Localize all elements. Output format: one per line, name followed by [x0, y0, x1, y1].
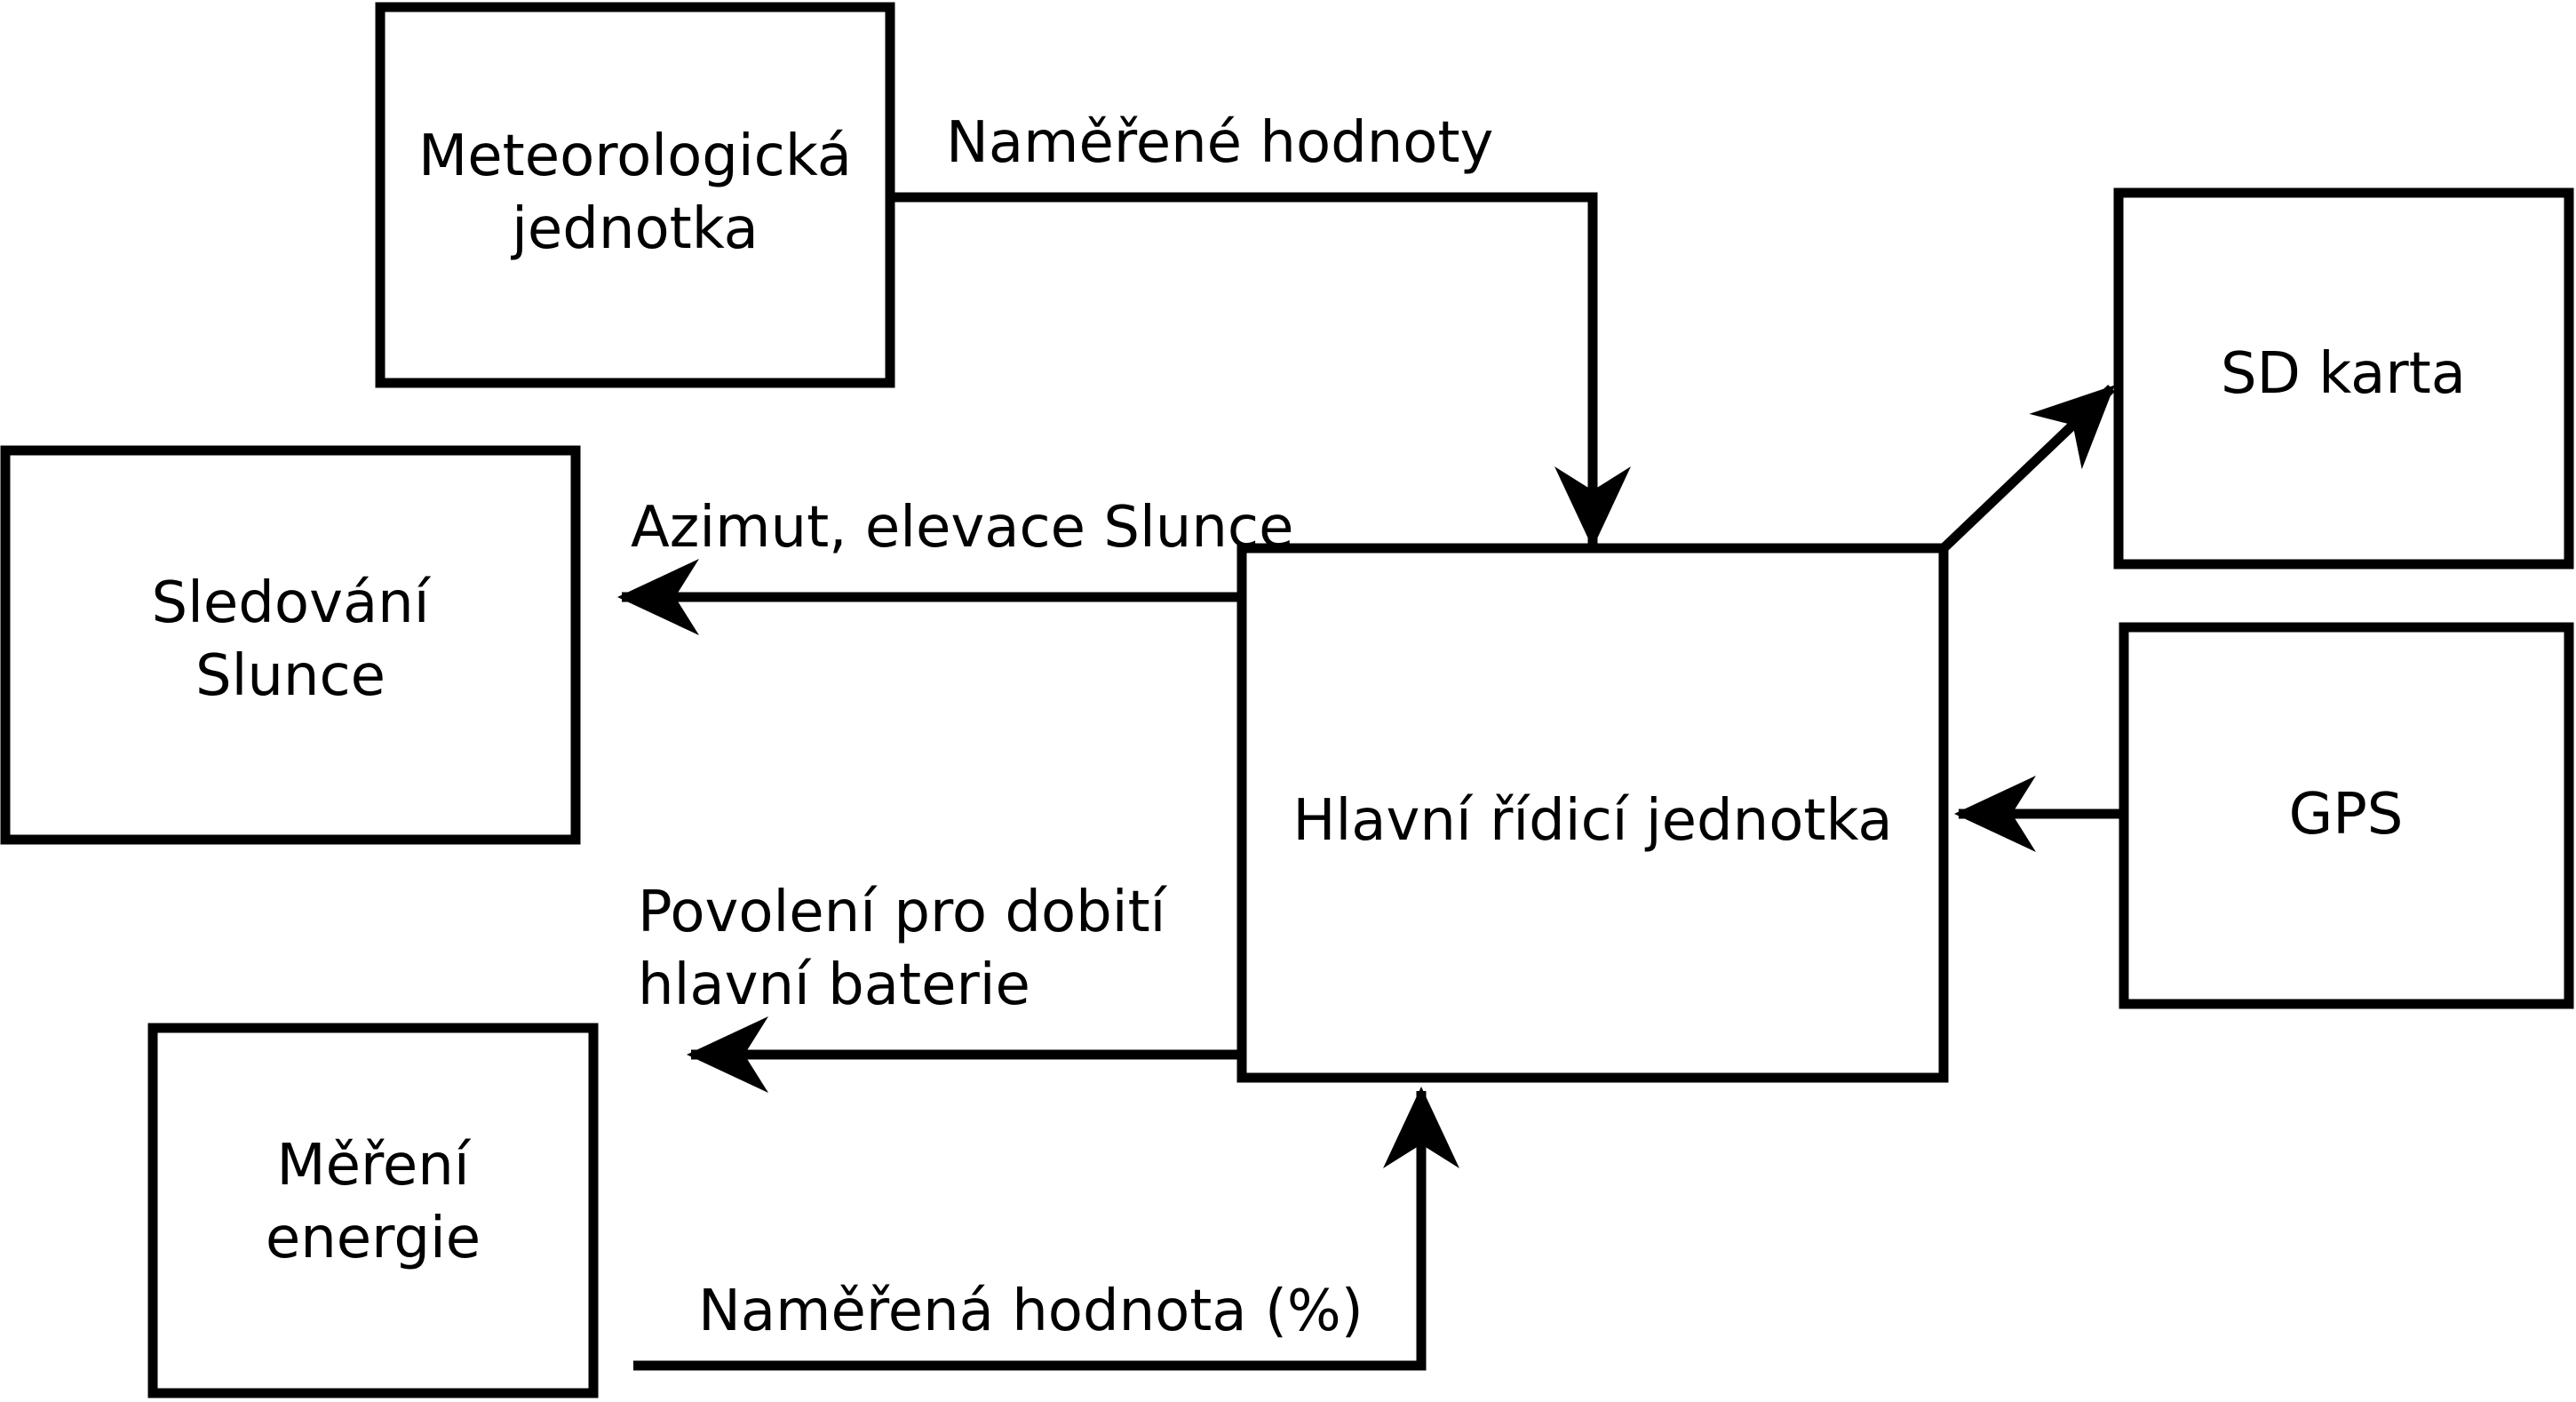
edge-hlavni-to-sd [1938, 385, 2115, 554]
node-mereni-energie-label-line2: energie [266, 1206, 481, 1271]
node-mereni-energie-box [147, 1023, 599, 1398]
node-meteorologicka-jednotka-box [375, 2, 895, 388]
node-sledovani-slunce-label-line2: Slunce [195, 643, 386, 709]
node-meteorologicka-jednotka-label-line2: jednotka [510, 196, 759, 262]
node-gps: GPS [2119, 622, 2574, 1009]
edge-label-azimut-elevace: Azimut, elevace Slunce [631, 495, 1293, 561]
edge-label-povoleni-line1: Povolení pro dobití [638, 880, 1168, 945]
node-sd-karta: SD karta [2113, 187, 2574, 570]
edge-label-povoleni-line2: hlavní baterie [638, 952, 1030, 1018]
edge-mereni-to-hlavni [633, 1087, 1459, 1371]
node-sd-karta-box [2113, 187, 2574, 570]
node-meteorologicka-jednotka: Meteorologická jednotka [375, 2, 895, 388]
node-sledovani-slunce: Sledování Slunce [0, 445, 581, 845]
node-sledovani-slunce-label-line1: Sledování [152, 570, 432, 636]
node-hlavni-ridici-jednotka: Hlavní řídicí jednotka [1236, 543, 1949, 1083]
node-hlavni-ridici-jednotka-label: Hlavní řídicí jednotka [1292, 788, 1892, 854]
node-gps-box [2119, 622, 2574, 1009]
node-gps-label: GPS [2289, 782, 2404, 848]
node-sd-karta-label: SD karta [2221, 341, 2466, 407]
node-hlavni-ridici-jednotka-box [1236, 543, 1949, 1083]
edge-label-namerene-hodnoty: Naměřené hodnoty [946, 110, 1493, 176]
node-mereni-energie: Měření energie [147, 1023, 599, 1398]
node-mereni-energie-label-line1: Měření [276, 1133, 471, 1199]
node-meteorologicka-jednotka-label-line1: Meteorologická [418, 123, 852, 189]
node-sledovani-slunce-box [0, 445, 581, 845]
edge-label-namerena-hodnota: Naměřená hodnota (%) [698, 1279, 1364, 1344]
edge-meteo-to-hlavni [890, 192, 1631, 548]
